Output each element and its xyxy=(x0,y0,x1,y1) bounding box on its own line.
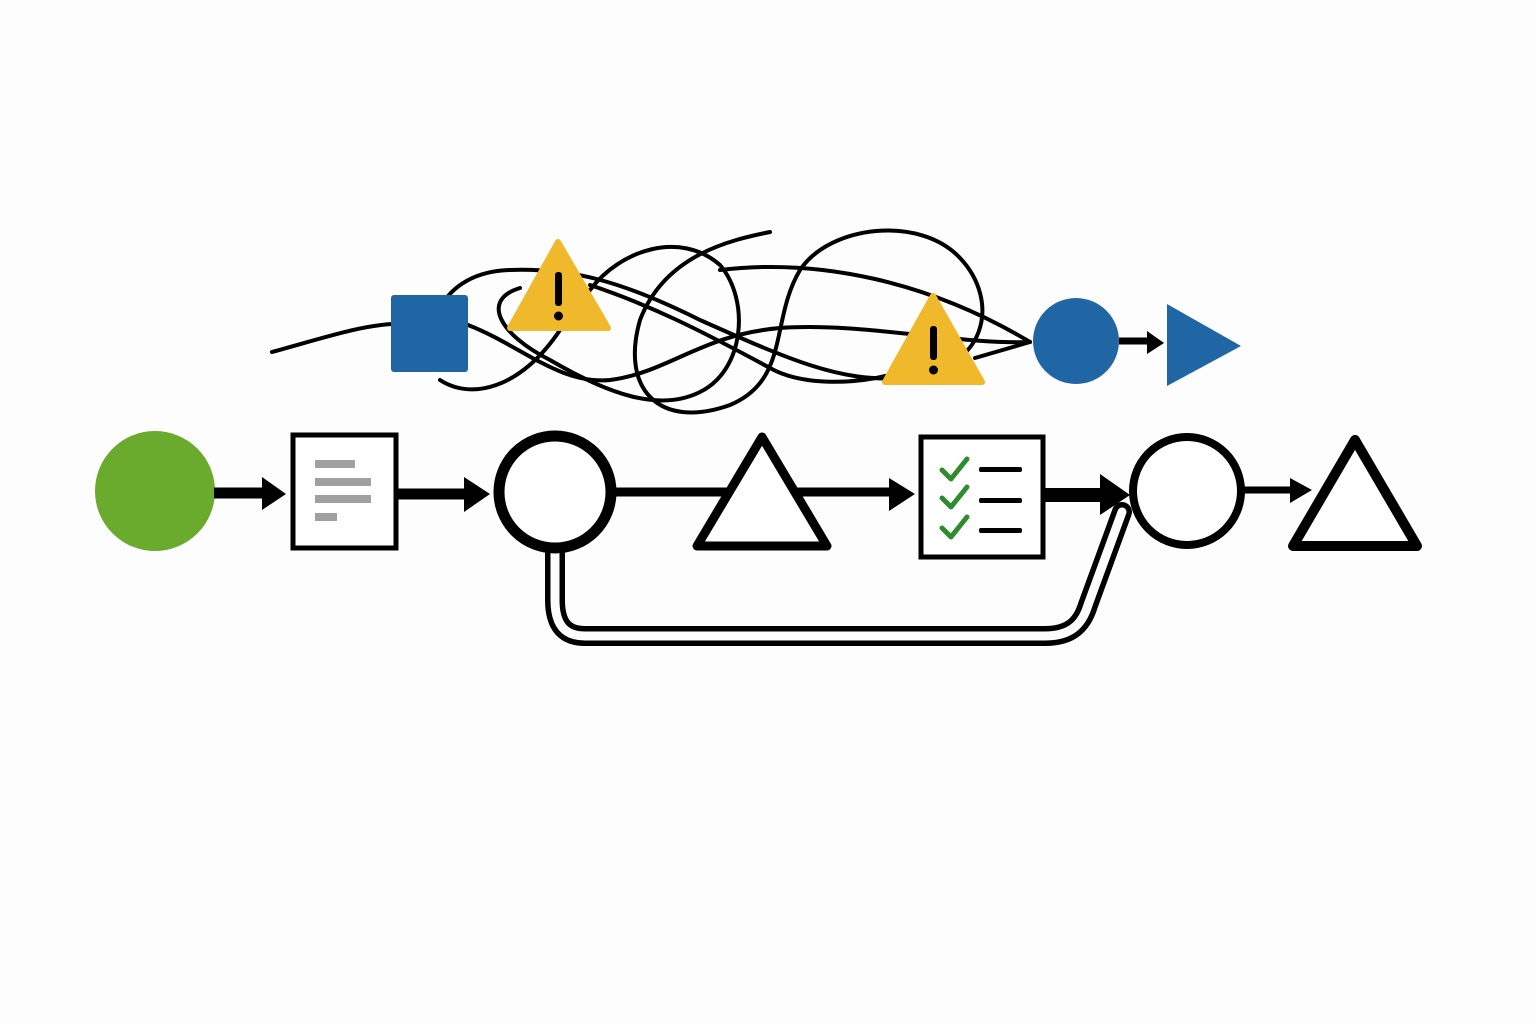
triangle-node xyxy=(692,432,832,551)
decision-node xyxy=(1129,433,1245,549)
bypass-loop-connector xyxy=(550,507,1127,641)
checklist-icon xyxy=(918,434,1046,560)
check-icon xyxy=(939,484,970,510)
tangled-line-4 xyxy=(496,245,741,403)
decision-node xyxy=(493,430,617,554)
check-icon xyxy=(939,456,970,482)
start-node xyxy=(95,431,215,551)
tangled-line-7 xyxy=(973,340,1032,360)
document-icon xyxy=(290,432,399,551)
arrow-head xyxy=(889,478,915,511)
check-icon xyxy=(939,514,970,540)
tangled-line-8 xyxy=(438,328,562,392)
warning-icon xyxy=(507,239,611,331)
tangled-line-6 xyxy=(718,265,1032,344)
arrow-head xyxy=(1100,474,1130,515)
blue-circle-node xyxy=(1033,298,1119,384)
warning-icon xyxy=(882,293,985,385)
tangled-line-1 xyxy=(270,322,394,354)
streamlined-process xyxy=(95,430,1422,646)
arrow-head xyxy=(1290,478,1312,503)
blue-square-node xyxy=(391,295,468,372)
end-triangle-node xyxy=(1288,435,1422,551)
arrow-head xyxy=(464,477,490,512)
play-icon xyxy=(1167,304,1241,386)
tangled-line-5 xyxy=(588,283,892,384)
arrow-head xyxy=(262,477,286,510)
arrow-head xyxy=(1147,331,1164,354)
